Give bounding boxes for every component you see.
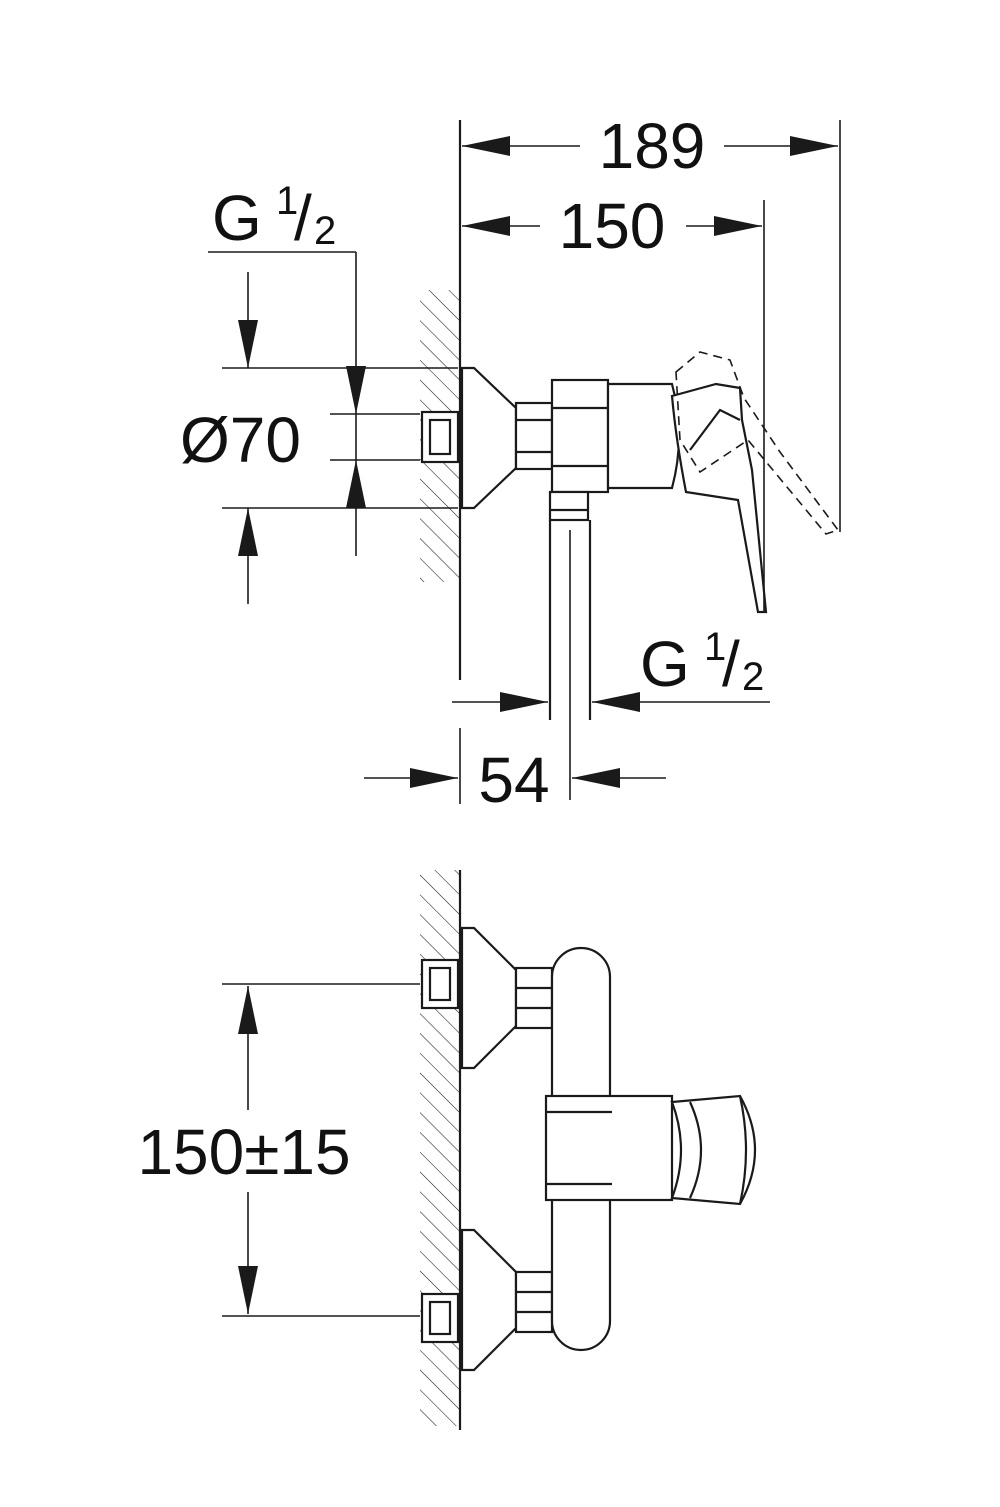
svg-text:1: 1: [704, 625, 726, 669]
arrow-54-left: [410, 768, 458, 788]
dim-spacing-label: 150±15: [137, 1116, 350, 1188]
arrow-thread-bottom: [346, 460, 366, 508]
svg-text:G: G: [212, 182, 262, 254]
arrow-150-15-top: [238, 986, 258, 1034]
side-view: 189 150 G 1 / 2 Ø70 G 1: [180, 110, 841, 816]
lower-rosette: [460, 1228, 518, 1372]
arrow-189-left: [462, 136, 510, 156]
arrow-150-left: [462, 216, 510, 236]
arrow-54-right: [572, 768, 620, 788]
outlet-nut-side: [548, 490, 590, 522]
thread-label-outlet: G 1 / 2: [640, 625, 764, 700]
cartridge-housing-side: [606, 382, 681, 490]
arrow-thread-top: [346, 366, 366, 414]
dim-diameter-label: Ø70: [180, 404, 301, 476]
arrow-70-top: [238, 320, 258, 368]
dim-54-label: 54: [478, 744, 549, 816]
rosette-side: [460, 366, 518, 510]
arrow-outlet-right: [592, 692, 640, 712]
lever-handle-side: [670, 382, 768, 614]
lower-nut: [514, 1270, 554, 1334]
upper-rosette: [460, 926, 518, 1070]
arrow-70-bottom: [238, 508, 258, 556]
front-view: 150±15: [137, 870, 756, 1430]
nut-side: [514, 401, 554, 471]
dim-150-label: 150: [559, 190, 666, 262]
svg-text:1: 1: [276, 179, 298, 223]
valve-body-side: [550, 378, 610, 494]
svg-text:2: 2: [742, 655, 764, 699]
dim-189-label: 189: [599, 110, 706, 182]
thread-label-top: G 1 / 2: [212, 179, 336, 254]
arrow-189-right: [790, 136, 838, 156]
arrow-outlet-left: [500, 692, 548, 712]
svg-text:G: G: [640, 628, 690, 700]
fraction-slash-outlet: /: [722, 628, 740, 700]
lever-dashed-position: [675, 351, 840, 535]
cartridge-front: [544, 1094, 674, 1202]
upper-nut: [514, 966, 554, 1030]
svg-text:2: 2: [314, 209, 336, 253]
arrow-150-15-bottom: [238, 1266, 258, 1314]
arrow-150-right: [714, 216, 762, 236]
fraction-slash: /: [294, 182, 312, 254]
